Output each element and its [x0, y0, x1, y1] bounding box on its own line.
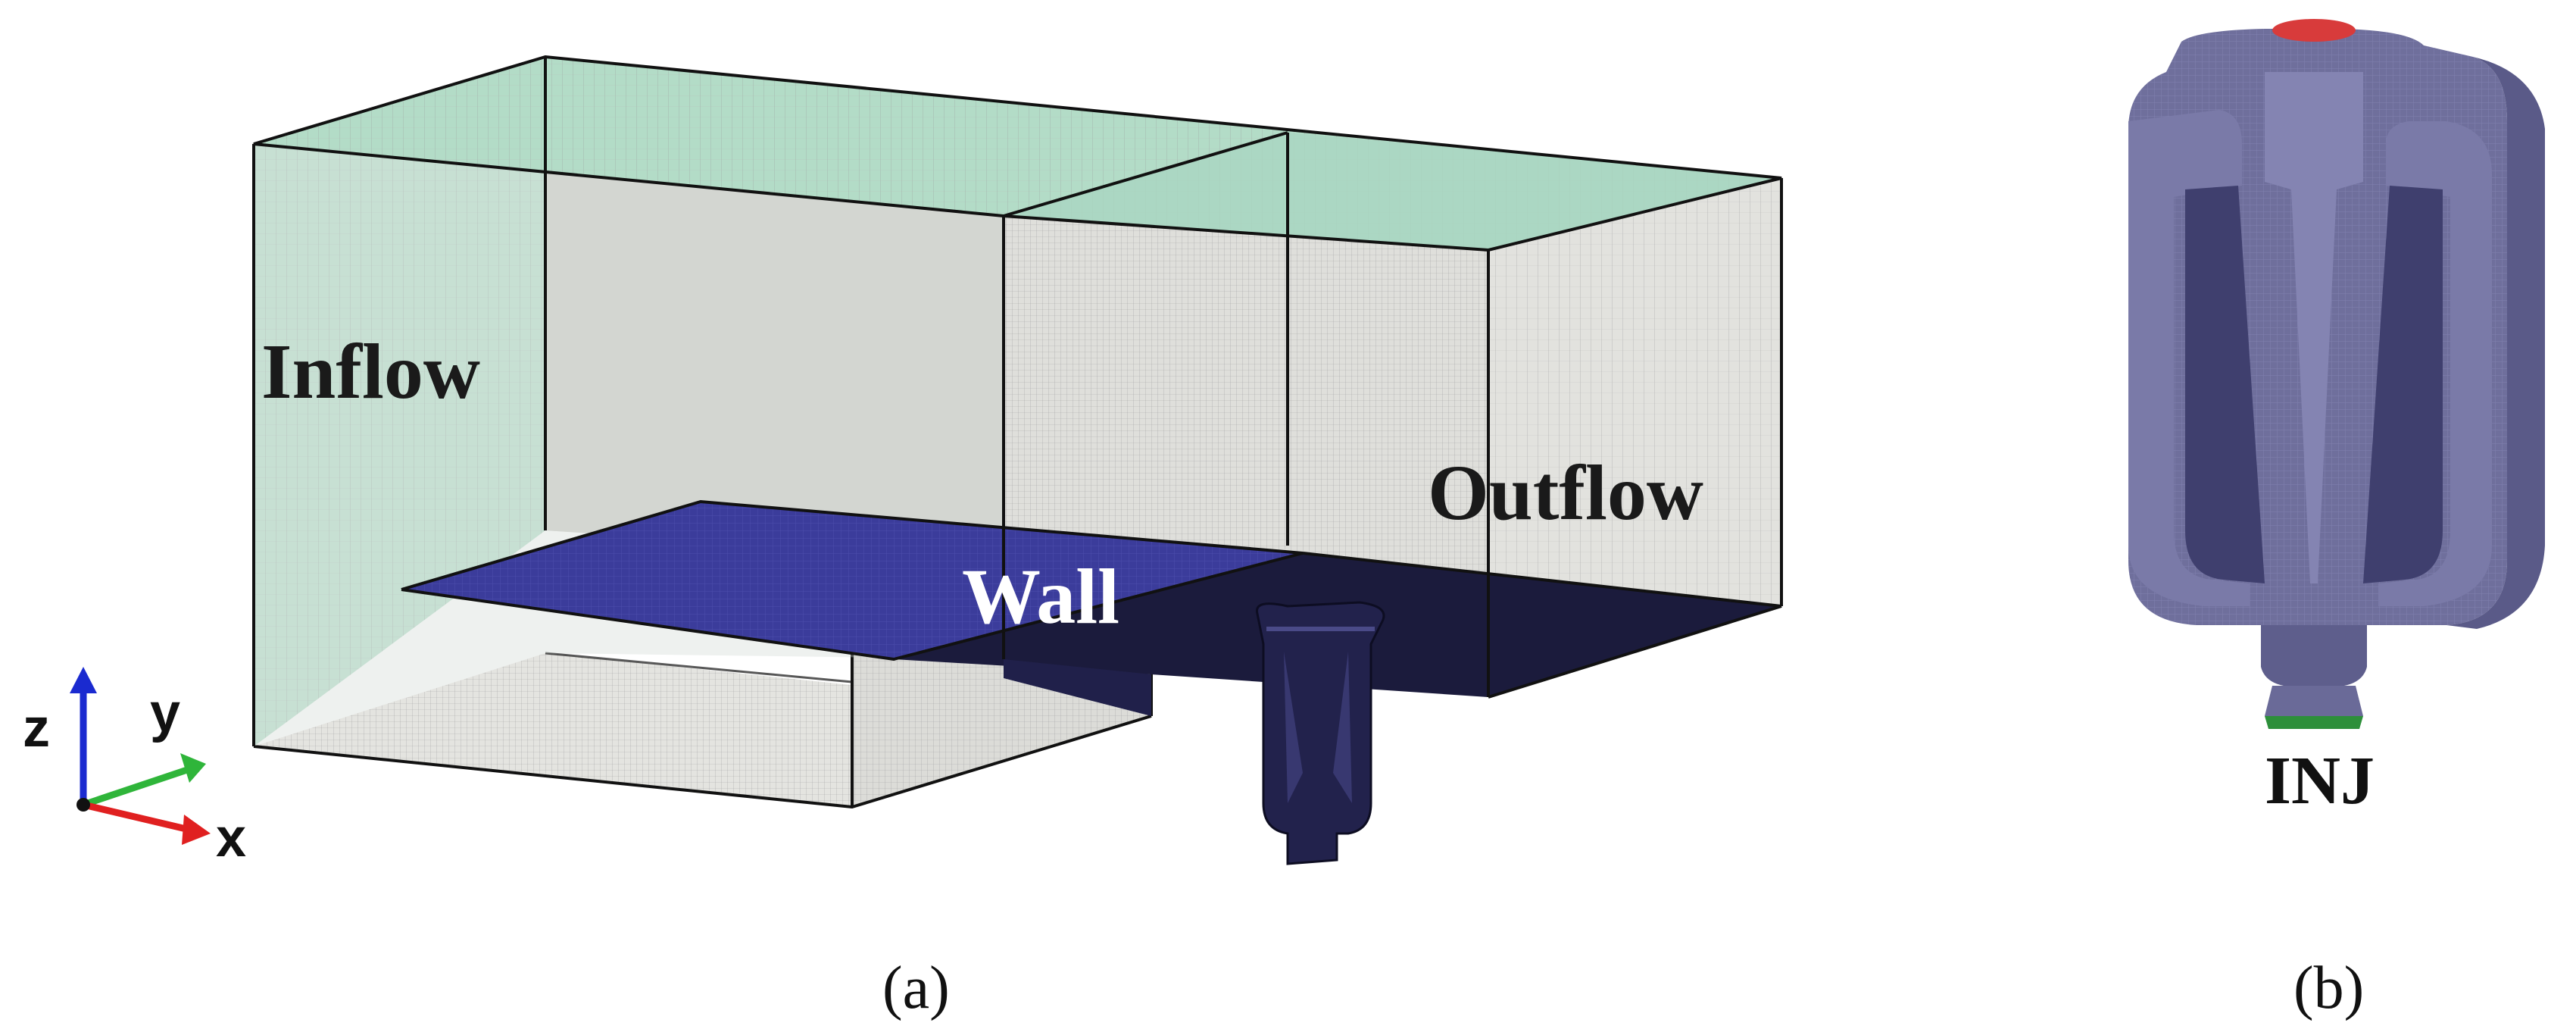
x-axis-arrow [82, 801, 191, 834]
z-axis-label: z [23, 698, 50, 758]
wall-label: Wall [962, 553, 1119, 640]
caption-b: (b) [2293, 955, 2364, 1021]
z-axis-head [70, 667, 97, 693]
domain-edges [252, 55, 1783, 746]
inflow-label: Inflow [261, 328, 480, 415]
y-axis-arrow [82, 765, 191, 808]
outflow-label: Outflow [1428, 449, 1703, 536]
injector-small [1256, 601, 1385, 865]
y-axis-head [180, 753, 206, 783]
coordinate-axes: z y x [23, 667, 246, 868]
inj-label: INJ [2265, 743, 2375, 818]
y-axis-label: y [150, 683, 180, 743]
panel-b: INJ (b) [2128, 19, 2545, 1021]
panel-a: Inflow Wall Outflow z y x (a) [23, 55, 1783, 1021]
caption-a: (a) [882, 955, 950, 1021]
x-axis-label: x [216, 808, 246, 868]
domain-box [252, 55, 1783, 746]
injector-large [2128, 19, 2545, 729]
injector-inlet-cap [2272, 19, 2356, 42]
x-axis-head [182, 815, 211, 845]
injector-outlet [2265, 716, 2363, 729]
axes-origin [76, 798, 90, 812]
